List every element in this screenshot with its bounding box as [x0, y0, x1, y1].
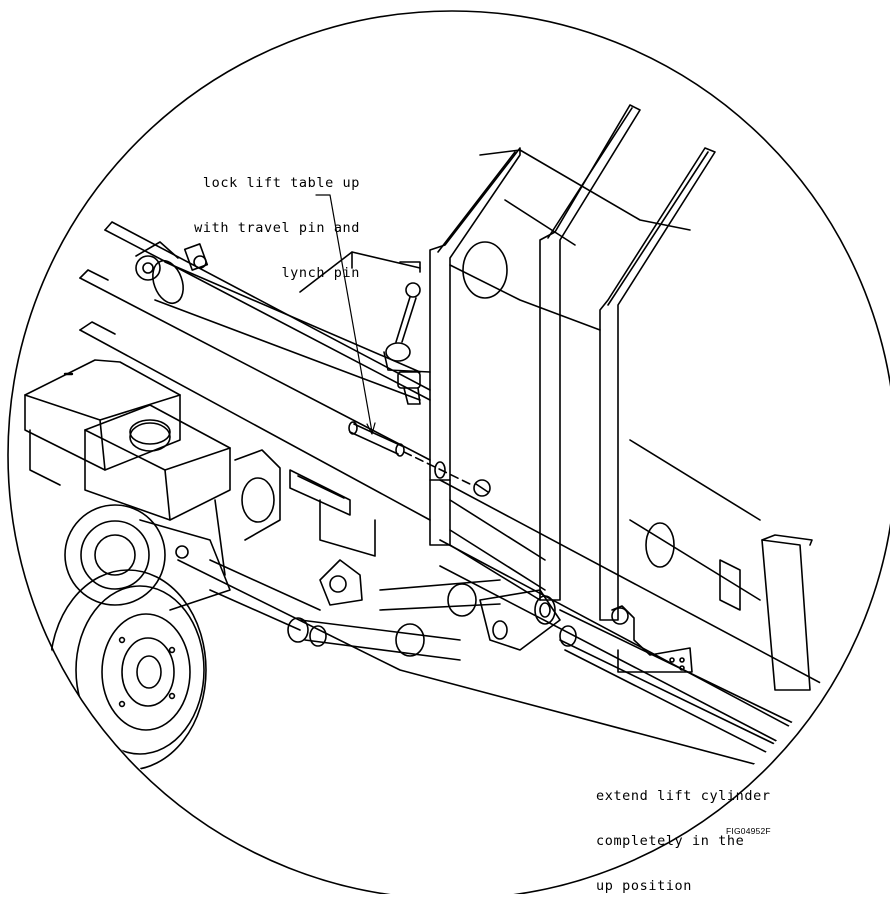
lift-linkage — [287, 559, 577, 661]
fuel-cap — [129, 422, 171, 452]
hydraulic-cylinder — [135, 241, 421, 401]
callout-line: with travel pin and — [194, 220, 360, 236]
travel-pin-callout: lock lift table up with travel pin and l… — [150, 146, 360, 296]
callout-line: lock lift table up — [202, 175, 360, 191]
travel-pin — [348, 421, 491, 497]
callout-line: lynch pin — [281, 265, 360, 281]
lift-table-guards — [429, 104, 813, 691]
top-plate — [299, 251, 421, 293]
callout-line: completely in the — [596, 833, 745, 849]
pump-coupler — [209, 469, 376, 631]
main-beam — [79, 221, 888, 816]
travel-pin-leader — [315, 194, 373, 433]
callout-line: extend lift cylinder — [596, 788, 771, 804]
lift-cylinder-callout: extend lift cylinder completely in the u… — [596, 759, 771, 909]
machine-drawing — [24, 104, 888, 816]
engine — [24, 359, 281, 611]
detail-view-circle — [7, 10, 890, 894]
callout-line: up position — [596, 878, 693, 894]
valve-handle — [383, 282, 431, 405]
wheel — [49, 569, 207, 771]
figure-id: FIG04952F — [726, 826, 771, 836]
